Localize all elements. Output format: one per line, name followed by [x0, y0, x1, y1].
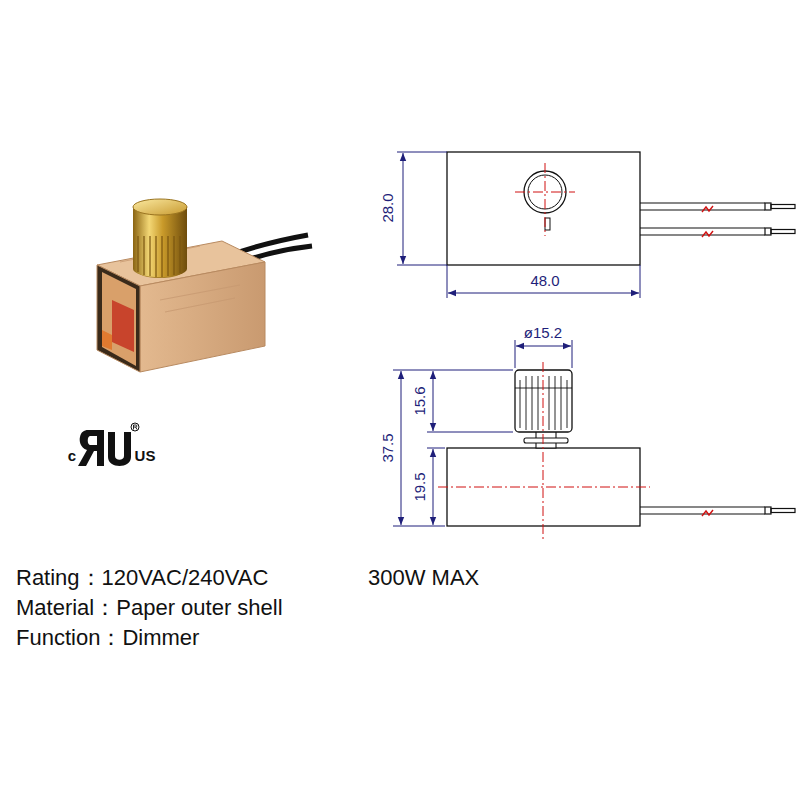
- dimension-label: 19.5: [412, 471, 429, 502]
- dimension-label: 28.0: [380, 192, 397, 223]
- certification-mark: US: [134, 448, 157, 465]
- dimension-label: ø15.2: [523, 325, 563, 342]
- dimension-label: 37.5: [380, 432, 397, 463]
- top-view: [397, 152, 795, 298]
- certification-mark: c: [67, 448, 77, 465]
- dimmer-photo: [97, 199, 312, 372]
- spec-text: Function：Dimmer: [16, 626, 199, 650]
- dimension-label: 48.0: [529, 273, 560, 290]
- side-view: [393, 340, 795, 540]
- dimension-label: 15.6: [412, 385, 429, 416]
- spec-text: Material：Paper outer shell: [16, 596, 283, 620]
- spec-text: Rating：120VAC/240VAC: [16, 566, 268, 590]
- spec-text: 300W MAX: [368, 566, 479, 590]
- ul-mark: [78, 423, 139, 466]
